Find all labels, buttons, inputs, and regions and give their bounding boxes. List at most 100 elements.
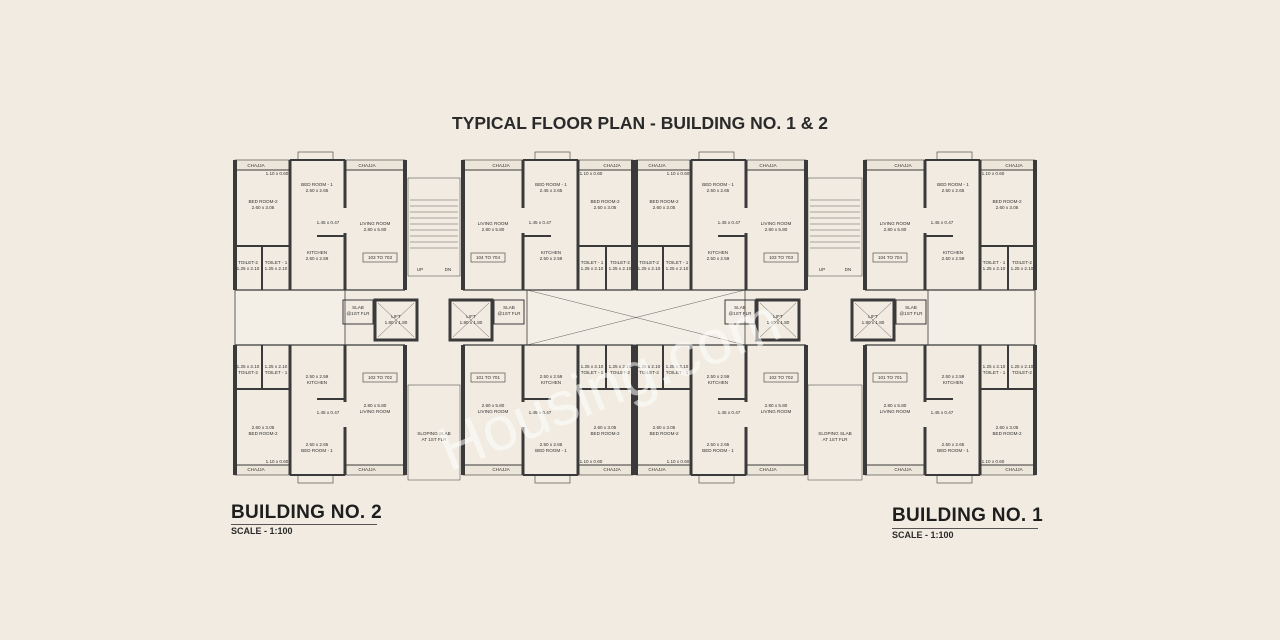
lift-right-b1 xyxy=(850,298,896,342)
living-room-dim: 2.80 x 5.80 xyxy=(765,403,788,408)
unit-number: 103 TO 703 xyxy=(769,255,794,260)
bay-window xyxy=(698,474,735,484)
bedroom-1-label: BED ROOM - 1 xyxy=(702,182,734,187)
bay-window xyxy=(698,151,735,161)
bedroom-1-dim: 2.50 x 2.65 xyxy=(540,442,563,447)
plan-title: TYPICAL FLOOR PLAN - BUILDING NO. 1 & 2 xyxy=(452,113,828,133)
chajja-label: CHAJJA xyxy=(1005,467,1023,472)
bedroom-2-dim: 2.60 x 3.05 xyxy=(996,425,1019,430)
toilet-2-label: TOILET-2 xyxy=(238,260,258,265)
toilet-2-label: TOILET-2 xyxy=(639,370,659,375)
window-dim: 1.10 x 0.60 xyxy=(580,459,603,464)
stair-dn-label: DN xyxy=(845,267,852,272)
unit-number-box xyxy=(872,372,908,383)
chajja-label: CHAJJA xyxy=(759,163,777,168)
bedroom-1-label: BED ROOM - 1 xyxy=(937,448,969,453)
bay-window xyxy=(534,474,571,484)
slab-label: SLAB xyxy=(352,305,364,310)
bedroom-1-dim: 2.50 x 2.65 xyxy=(306,442,329,447)
toilet-2-dim: 1.25 x 2.10 xyxy=(609,364,632,369)
chajja-label: CHAJJA xyxy=(247,467,265,472)
core-labels: LIFT 1.80 x 1.80 LIFT 1.80 x 1.80 LIFT 1… xyxy=(347,267,924,442)
circulation-cores xyxy=(234,177,1036,481)
slab-level: @1ST FLR xyxy=(729,311,753,316)
staircase-right xyxy=(807,177,863,277)
niche-dim: 1.45 x 0.47 xyxy=(529,220,552,225)
stair-up-label: UP xyxy=(417,267,423,272)
toilet-2-label: TOILET-2 xyxy=(610,370,630,375)
bedroom-1-label: BED ROOM - 1 xyxy=(535,448,567,453)
slab-label: SLAB xyxy=(734,305,746,310)
slab-level: @1ST FLR xyxy=(498,311,522,316)
bedroom-1-label: BED ROOM - 1 xyxy=(301,448,333,453)
bedroom-1-dim: 2.45 x 2.65 xyxy=(540,188,563,193)
chajja-label: CHAJJA xyxy=(603,163,621,168)
niche-dim: 1.45 x 0.47 xyxy=(317,220,340,225)
toilet-2-dim: 1.25 x 2.10 xyxy=(1011,266,1034,271)
sloping-slab-left xyxy=(407,384,461,481)
slab-void-center-b2 xyxy=(493,299,525,325)
building-2-scale: SCALE - 1:100 xyxy=(231,524,377,536)
niche-dim: 1.45 x 0.47 xyxy=(529,410,552,415)
bedroom-2-label: BED ROOM-2 xyxy=(992,199,1022,204)
chajja-label: CHAJJA xyxy=(759,467,777,472)
toilet-1-dim: 1.25 x 2.10 xyxy=(265,266,288,271)
bedroom-2-label: BED ROOM-2 xyxy=(590,199,620,204)
bedroom-2-dim: 2.60 x 3.05 xyxy=(252,425,275,430)
lift-center-b2 xyxy=(448,298,494,342)
unit-number-box xyxy=(362,252,398,263)
kitchen-dim: 2.50 x 2.59 xyxy=(707,374,730,379)
slab-void-b2 xyxy=(342,299,374,325)
toilet-1-dim: 1.25 x 2.10 xyxy=(983,266,1006,271)
corridor-building-1 xyxy=(927,289,1036,346)
bay-window xyxy=(936,474,973,484)
kitchen-label: KITCHEN xyxy=(541,250,561,255)
lift-dim: 1.80 x 1.80 xyxy=(862,320,885,325)
lift-label: LIFT xyxy=(466,314,476,319)
living-room-label: LIVING ROOM xyxy=(478,221,509,226)
toilet-2-dim: 1.25 x 2.10 xyxy=(638,364,661,369)
sloping-slab-label: SLOPING SLAB xyxy=(818,431,851,436)
bedroom-2-label: BED ROOM-2 xyxy=(649,431,679,436)
chajja-label: CHAJJA xyxy=(894,467,912,472)
niche-dim: 1.45 x 0.47 xyxy=(317,410,340,415)
bedroom-2-dim: 2.60 x 3.05 xyxy=(653,205,676,210)
toilet-1-dim: 1.25 x 2.10 xyxy=(666,364,689,369)
stair-dn-label: DN xyxy=(445,267,452,272)
living-room-dim: 2.80 x 5.80 xyxy=(482,403,505,408)
lift-label: LIFT xyxy=(391,314,401,319)
niche-dim: 1.45 x 0.47 xyxy=(931,220,954,225)
living-room-label: LIVING ROOM xyxy=(360,221,391,226)
bedroom-2-dim: 2.60 x 3.05 xyxy=(653,425,676,430)
slab-level: @1ST FLR xyxy=(347,311,371,316)
toilet-2-label: TOILET-2 xyxy=(1012,260,1032,265)
kitchen-dim: 2.50 x 2.59 xyxy=(540,374,563,379)
unit-number: 104 TO 704 xyxy=(476,255,501,260)
toilet-1-label: TOILET - 1 xyxy=(265,370,288,375)
bedroom-1-dim: 2.50 x 2.65 xyxy=(707,442,730,447)
kitchen-label: KITCHEN xyxy=(943,250,963,255)
bedroom-2-dim: 2.60 x 3.05 xyxy=(996,205,1019,210)
toilet-1-dim: 1.25 x 2.10 xyxy=(666,266,689,271)
living-room-label: LIVING ROOM xyxy=(761,221,792,226)
unit-number-box xyxy=(763,252,799,263)
living-room-dim: 2.80 x 5.80 xyxy=(364,227,387,232)
slab-void-center-b1 xyxy=(724,299,756,325)
niche-dim: 1.45 x 0.47 xyxy=(718,220,741,225)
bedroom-2-label: BED ROOM-2 xyxy=(248,199,278,204)
unit-number: 101 TO 701 xyxy=(878,375,903,380)
unit-number: 102 TO 702 xyxy=(368,375,393,380)
kitchen-label: KITCHEN xyxy=(541,380,561,385)
bedroom-2-dim: 2.60 x 3.05 xyxy=(594,205,617,210)
kitchen-dim: 2.50 x 2.59 xyxy=(306,256,329,261)
kitchen-dim: 2.50 x 2.59 xyxy=(540,256,563,261)
unit-number: 104 TO 704 xyxy=(878,255,903,260)
toilet-2-dim: 1.25 x 2.10 xyxy=(1011,364,1034,369)
chajja-label: CHAJJA xyxy=(358,163,376,168)
bedroom-1-dim: 2.50 x 2.65 xyxy=(942,442,965,447)
living-room-dim: 2.80 x 5.80 xyxy=(884,403,907,408)
toilet-2-dim: 1.25 x 2.10 xyxy=(237,364,260,369)
chajja-label: CHAJJA xyxy=(358,467,376,472)
